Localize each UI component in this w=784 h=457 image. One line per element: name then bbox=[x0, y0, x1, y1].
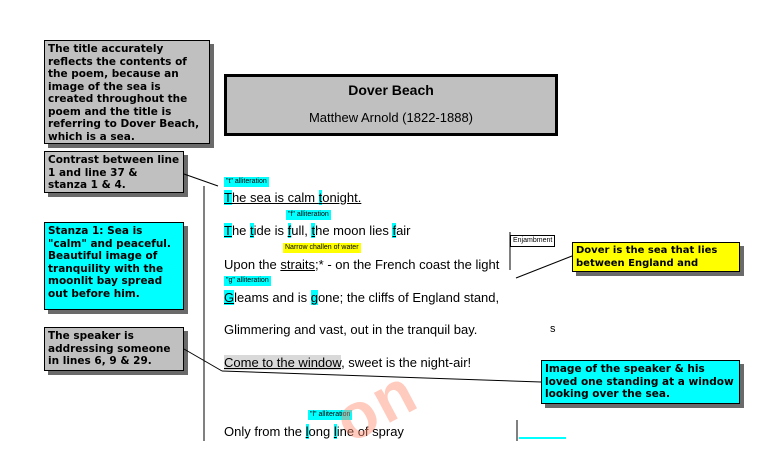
poem-line-2: The tide is full, the moon lies fair bbox=[224, 223, 411, 238]
poem-line-5: Glimmering and vast, out in the tranquil… bbox=[224, 322, 478, 337]
poem-line-7: Only from the long line of spray bbox=[224, 424, 404, 439]
connector-lines bbox=[183, 173, 573, 441]
poem-line-3: Upon the straits;* - on the French coast… bbox=[224, 257, 500, 272]
poem-line-4: Gleams and is gone; the cliffs of Englan… bbox=[224, 290, 500, 305]
speaker-note: The speaker is addressing someone in lin… bbox=[44, 327, 184, 371]
tag-narrow-channel: Narrow challen of water bbox=[283, 243, 361, 253]
title-note: The title accurately reflects the conten… bbox=[44, 40, 210, 144]
stanza-note: Stanza 1: Sea is "calm" and peaceful. Be… bbox=[44, 222, 184, 310]
poem-title: Dover Beach bbox=[348, 82, 434, 98]
poem-line-6: Come to the window, sweet is the night-a… bbox=[224, 355, 472, 370]
image-note: Image of the speaker & his loved one sta… bbox=[541, 360, 740, 404]
tag-g-alliteration: "g" alliteration bbox=[224, 276, 271, 286]
contrast-note: Contrast between line 1 and line 37 & st… bbox=[44, 151, 184, 193]
tag-f-alliteration: "f" alliteration bbox=[286, 210, 331, 220]
poem-title-box: Dover Beach Matthew Arnold (1822-1888) bbox=[224, 74, 558, 136]
tag-enjambment: Enjambment bbox=[510, 235, 556, 247]
tag-l-alliteration: "l" alliteration bbox=[308, 410, 353, 420]
poem-author: Matthew Arnold (1822-1888) bbox=[308, 110, 474, 125]
stray-letter: s bbox=[550, 323, 556, 335]
tag-t-alliteration: "t" alliteration bbox=[224, 177, 269, 187]
poem-line-1: The sea is calm tonight. bbox=[224, 190, 362, 205]
dover-note: Dover is the sea that lies between Engla… bbox=[572, 242, 740, 272]
